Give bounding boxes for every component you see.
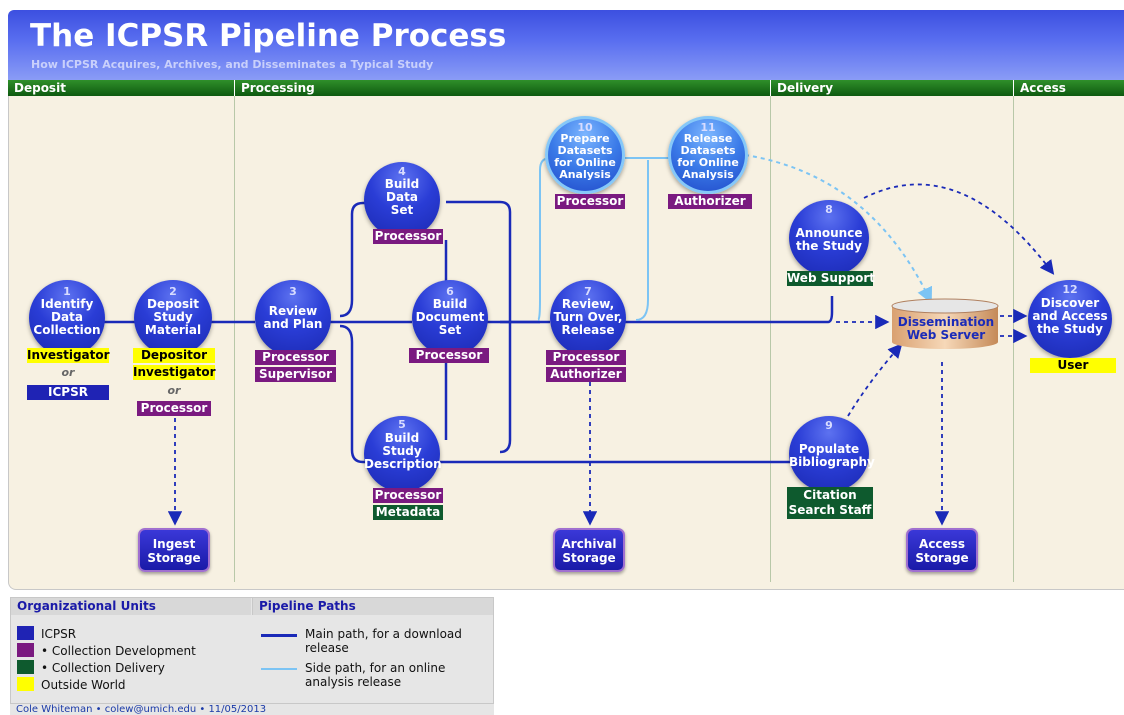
role-processor: Processor	[373, 488, 443, 503]
role-processor: Processor	[255, 350, 336, 365]
node-number: 7	[584, 285, 592, 298]
role-authorizer: Authorizer	[668, 194, 752, 209]
main-path	[100, 200, 834, 464]
stage-divider	[234, 96, 235, 582]
node-number: 10	[577, 121, 593, 134]
role-authorizer: Authorizer	[546, 367, 626, 382]
role-processor: Processor	[409, 348, 489, 363]
legend-org-units-title: Organizational Units	[11, 598, 251, 615]
role-processor: Processor	[555, 194, 625, 209]
or-text: or	[167, 384, 181, 397]
node-number: 11	[700, 121, 716, 134]
node-number: 4	[398, 165, 406, 178]
legend-swatch-collection-development	[17, 643, 34, 657]
role-processor: Processor	[137, 401, 211, 416]
stage-delivery: Delivery	[771, 80, 1013, 96]
legend-swatch-outside-world	[17, 677, 34, 691]
legend: Organizational Units Pipeline Paths ICPS…	[10, 597, 494, 704]
stage-deposit: Deposit	[8, 80, 234, 96]
role-depositor: Depositor	[133, 348, 215, 363]
stage-processing: Processing	[235, 80, 770, 96]
stage-access: Access	[1014, 80, 1124, 96]
node-number: 6	[446, 285, 454, 298]
role-user: User	[1030, 358, 1116, 373]
title-banner: The ICPSR Pipeline Process How ICPSR Acq…	[8, 10, 1124, 80]
node-number: 5	[398, 418, 406, 431]
stage-divider	[770, 96, 771, 582]
footer-credit: Cole Whiteman • colew@umich.edu • 11/05/…	[10, 704, 494, 715]
legend-swatch-icpsr	[17, 626, 34, 640]
node-number: 12	[1062, 283, 1078, 296]
role-metadata: Metadata	[373, 505, 443, 520]
database-cylinder-icon	[891, 298, 999, 349]
legend-main-path-line	[261, 634, 297, 637]
role-investigator: Investigator	[27, 348, 110, 363]
legend-swatch-collection-delivery	[17, 660, 34, 674]
node-label: Review,Turn Over,Release	[553, 297, 623, 337]
node-number: 8	[825, 203, 833, 216]
role-supervisor: Supervisor	[255, 367, 336, 382]
legend-item-icpsr: ICPSR	[41, 627, 77, 641]
legend-item-outside-world: Outside World	[41, 678, 126, 692]
role-investigator: Investigator	[133, 365, 216, 380]
node-number: 3	[289, 285, 297, 298]
role-icpsr: ICPSR	[27, 385, 109, 400]
role-processor: Processor	[373, 229, 443, 244]
page-subtitle: How ICPSR Acquires, Archives, and Dissem…	[31, 58, 434, 71]
node-number: 1	[63, 285, 71, 298]
role-processor: Processor	[546, 350, 626, 365]
role-web-support: Web Support	[787, 271, 875, 286]
page-title: The ICPSR Pipeline Process	[30, 18, 507, 54]
legend-pipeline-paths-title: Pipeline Paths	[252, 598, 493, 615]
or-text: or	[61, 366, 75, 379]
dashed-links	[167, 183, 1055, 526]
side-path	[537, 154, 933, 321]
legend-item-collection-development: • Collection Development	[41, 644, 196, 658]
legend-item-collection-delivery: • Collection Delivery	[41, 661, 165, 675]
legend-side-path-line	[261, 668, 297, 670]
node-number: 2	[169, 285, 177, 298]
node-number: 9	[825, 419, 833, 432]
node-7-review-turn-over-release[interactable]: 7 Review,Turn Over,Release	[550, 280, 626, 356]
